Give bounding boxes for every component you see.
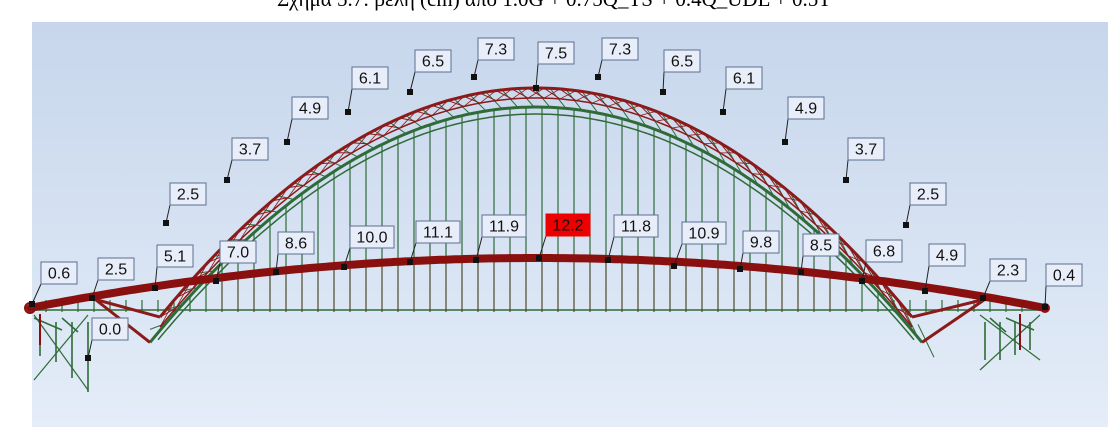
node-marker <box>473 257 479 263</box>
deflection-value: 4.9 <box>936 248 958 265</box>
deflection-value: 8.5 <box>810 238 832 255</box>
node-marker <box>163 220 169 226</box>
node-marker <box>85 355 91 361</box>
node-marker <box>843 177 849 183</box>
deflection-value: 7.5 <box>545 46 567 63</box>
node-marker <box>782 139 788 145</box>
deflection-value: 10.0 <box>356 230 387 247</box>
deflection-value: 4.9 <box>795 101 817 118</box>
deflection-value: 11.9 <box>489 219 519 236</box>
node-marker <box>859 278 865 284</box>
deflection-value: 4.9 <box>299 101 321 118</box>
node-marker <box>660 89 666 95</box>
node-marker <box>720 109 726 115</box>
node-marker <box>213 278 219 284</box>
deflection-value: 6.5 <box>671 54 693 71</box>
deflection-value: 2.5 <box>105 262 127 279</box>
deflection-value: 0.0 <box>99 322 121 339</box>
deflection-value: 9.8 <box>750 235 772 252</box>
node-marker <box>471 74 477 80</box>
deflection-value: 11.8 <box>621 219 651 236</box>
node-marker <box>407 89 413 95</box>
node-marker <box>903 222 909 228</box>
node-marker <box>407 259 413 265</box>
node-marker <box>273 269 279 275</box>
figure-caption: Σχήμα 5.7: βέλη (cm) από 1.0G + 0.75Q_TS… <box>0 0 1108 22</box>
deflection-value: 10.9 <box>688 226 719 243</box>
deflection-value: 0.6 <box>48 266 70 283</box>
node-marker <box>1042 304 1048 310</box>
deflection-value: 6.1 <box>733 71 755 88</box>
max-deflection-value: 12.2 <box>552 218 583 235</box>
deflection-value: 11.1 <box>423 225 453 242</box>
deflection-value: 2.3 <box>997 263 1019 280</box>
node-marker <box>89 295 95 301</box>
node-marker <box>595 74 601 80</box>
node-marker <box>284 139 290 145</box>
node-marker <box>798 269 804 275</box>
deflection-value: 7.3 <box>485 42 507 59</box>
node-marker <box>345 109 351 115</box>
caption-text: Σχήμα 5.7: βέλη (cm) από 1.0G + 0.75Q_TS… <box>0 0 1108 12</box>
node-marker <box>922 288 928 294</box>
node-marker <box>29 301 35 307</box>
node-marker <box>671 263 677 269</box>
node-marker <box>980 295 986 301</box>
node-marker <box>152 285 158 291</box>
deflection-value: 2.5 <box>177 187 199 204</box>
deflection-value: 7.0 <box>227 245 249 262</box>
node-marker <box>605 257 611 263</box>
deflection-value: 6.5 <box>422 54 444 71</box>
node-marker <box>737 266 743 272</box>
deflection-value: 6.1 <box>359 71 381 88</box>
deflection-value: 8.6 <box>285 236 307 253</box>
node-marker <box>536 255 542 261</box>
node-marker <box>341 264 347 270</box>
deflection-value: 5.1 <box>164 249 186 266</box>
deflection-value: 3.7 <box>239 142 261 159</box>
deflection-value: 3.7 <box>855 142 877 159</box>
node-marker <box>533 85 539 91</box>
deflection-value: 7.3 <box>609 42 631 59</box>
deflection-value: 6.8 <box>873 244 895 261</box>
node-marker <box>224 177 230 183</box>
deflection-value: 2.5 <box>917 187 939 204</box>
deflection-value: 0.4 <box>1053 268 1075 285</box>
